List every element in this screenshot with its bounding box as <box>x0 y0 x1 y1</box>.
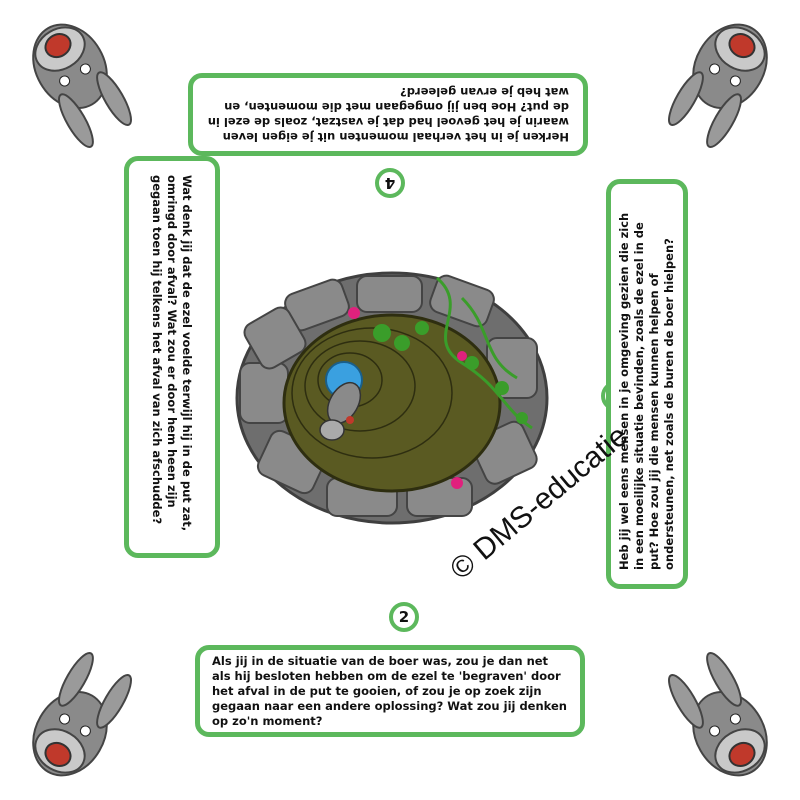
donkey-corner-bottom-right-icon <box>668 651 768 777</box>
question-number-4: 4 <box>375 168 405 198</box>
question-number-2: 2 <box>389 602 419 632</box>
question-text-2: Als jij in de situatie van de boer was, … <box>212 653 567 728</box>
donkey-corner-top-left-icon <box>32 23 132 149</box>
question-card-1: Wat denk jij dat de ezel voelde terwijl … <box>124 156 220 558</box>
donkey-corner-bottom-left-icon <box>32 651 132 777</box>
question-card-3: Heb jij wel eens mensen in je omgeving g… <box>606 179 688 589</box>
question-card-4: Herken je in het verhaal momenten uit je… <box>188 73 588 156</box>
well-illustration-icon <box>235 271 549 525</box>
question-card-2: Als jij in de situatie van de boer was, … <box>195 645 585 737</box>
donkey-corner-top-right-icon <box>668 23 768 149</box>
question-text-3: Heb jij wel eens mensen in je omgeving g… <box>617 212 676 570</box>
question-text-4: Herken je in het verhaal momenten uit je… <box>207 85 569 145</box>
question-text-1: Wat denk jij dat de ezel voelde terwijl … <box>150 175 195 532</box>
